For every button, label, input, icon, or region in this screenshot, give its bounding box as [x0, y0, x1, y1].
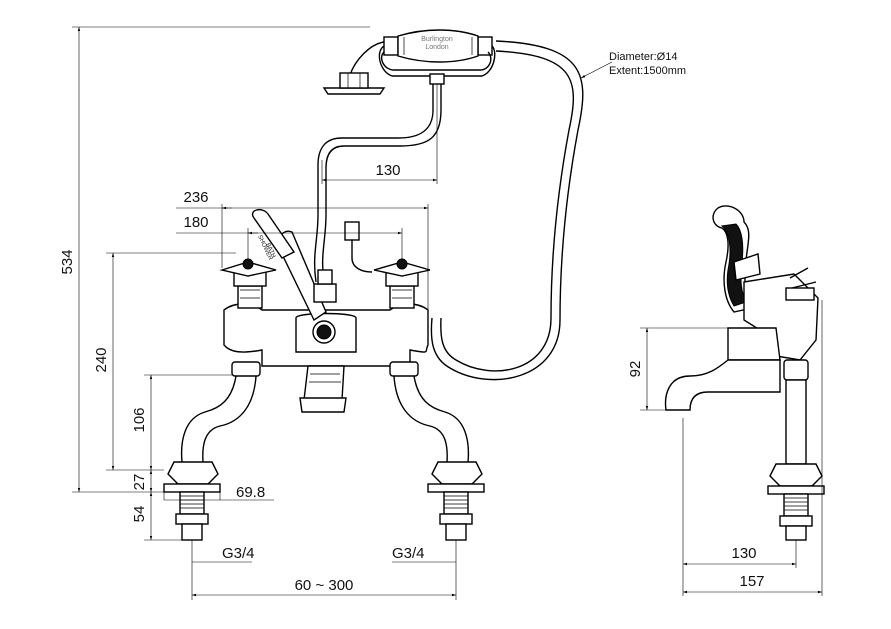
dim-handset-offset: 130	[321, 84, 438, 184]
left-leg	[163, 361, 261, 541]
dim-depth-value: 157	[739, 573, 764, 590]
dim-shank-length: 54	[131, 492, 182, 541]
dim-spout-height-value: 92	[627, 361, 644, 378]
dim-spout-height: 92	[627, 327, 728, 411]
dim-shank-length-value: 54	[131, 506, 148, 523]
hose-diameter-note: Diameter:Ø14	[609, 51, 677, 63]
handset: Burlington London	[322, 29, 496, 95]
dim-centres-value: 60 ~ 300	[295, 577, 354, 594]
dim-depth: 157	[683, 300, 823, 596]
dim-height-body: 240	[93, 252, 236, 471]
handset-brand-city: London	[425, 44, 448, 51]
dim-width-overall-value: 236	[183, 189, 208, 206]
dim-width-handles-value: 180	[183, 214, 208, 231]
dim-handset-offset-value: 130	[375, 162, 400, 179]
handset-brand-name: Burlington	[421, 36, 453, 43]
riser-pipe	[313, 84, 442, 283]
dim-flange-diameter-value: 69.8	[236, 484, 265, 501]
right-cross-handle	[373, 258, 431, 309]
dim-flange-height: 27	[131, 470, 153, 492]
dim-spout-reach: 130	[682, 418, 797, 596]
dim-centres: 60 ~ 300	[191, 540, 457, 600]
tap-body: SHOWER BATH	[223, 208, 429, 367]
dim-height-leg-value: 106	[131, 407, 148, 432]
left-cross-handle	[219, 258, 277, 309]
dim-width-overall: 236	[176, 189, 429, 312]
spout	[299, 365, 347, 413]
dim-flange-diameter: 69.8	[163, 484, 274, 501]
shower-hose	[430, 40, 584, 381]
dim-flange-height-value: 27	[131, 474, 148, 491]
dim-total-height-value: 534	[59, 249, 76, 274]
dim-width-handles: 180	[176, 214, 403, 262]
dim-spout-reach-value: 130	[731, 545, 756, 562]
hose-extent-note: Extent:1500mm	[609, 65, 686, 77]
dim-height-leg: 106	[131, 374, 232, 470]
dim-total-height: 534	[59, 26, 370, 493]
hose-elbow	[344, 221, 373, 273]
thread-right-label: G3/4	[392, 545, 425, 562]
hose-note: Diameter:Ø14 Extent:1500mm	[580, 51, 686, 79]
side-view: 92 130 157	[627, 205, 825, 596]
front-view: Burlington London	[59, 26, 686, 600]
thread-labels: G3/4 G3/4	[192, 545, 456, 563]
right-leg	[389, 361, 485, 541]
thread-left-label: G3/4	[222, 545, 255, 562]
dim-height-body-value: 240	[93, 347, 110, 372]
